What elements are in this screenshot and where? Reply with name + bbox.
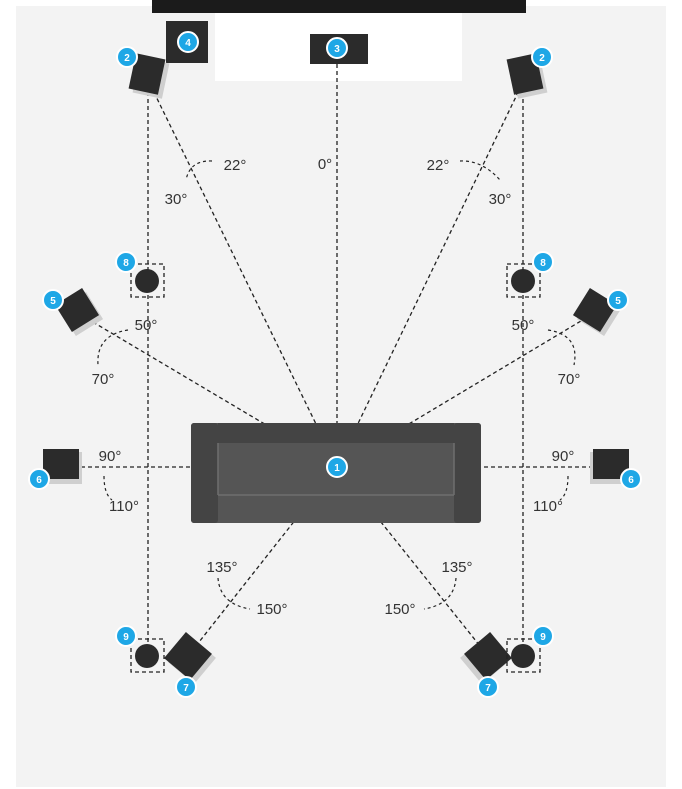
angle-surround-left-min: 90°	[99, 448, 122, 465]
speaker-height-rear-right	[511, 644, 535, 668]
badge-circle	[42, 289, 64, 311]
angle-rear-left-min: 135°	[206, 559, 237, 576]
angle-side-left-min: 50°	[135, 317, 158, 334]
badge-height-rear-right: 9	[532, 625, 554, 647]
badge-number: 6	[628, 475, 634, 486]
angle-arcs	[97, 160, 576, 610]
badge-circle	[532, 625, 554, 647]
angle-center: 0°	[318, 156, 332, 173]
arc-side-right	[547, 329, 576, 366]
badge-circle	[28, 468, 50, 490]
badge-number: 8	[540, 258, 546, 269]
angle-surround-left-max: 110°	[109, 498, 139, 515]
arc-surround-right	[559, 475, 569, 501]
badge-height-front-right: 8	[532, 251, 554, 273]
speaker-height-front-left	[135, 269, 159, 293]
badge-number: 6	[36, 475, 42, 486]
badge-circle	[116, 46, 138, 68]
badge-number: 1	[334, 463, 340, 474]
badge-number: 2	[539, 53, 545, 64]
angle-front-right-min: 22°	[427, 157, 450, 174]
angle-surround-right-min: 90°	[552, 448, 575, 465]
screen-bar	[152, 0, 526, 13]
badge-number: 5	[615, 296, 621, 307]
angle-labels: 0° 22° 30° 22° 30° 50° 70° 50° 70° 90° 1…	[92, 156, 581, 618]
speaker-rear-left	[164, 632, 212, 680]
angle-side-left-max: 70°	[92, 371, 115, 388]
badge-surround-right: 6	[620, 468, 642, 490]
badge-rear-right: 7	[477, 676, 499, 698]
speaker-front-left	[128, 53, 166, 95]
badge-rear-left: 7	[175, 676, 197, 698]
angle-rear-right-max: 150°	[384, 601, 415, 618]
badge-circle	[531, 46, 553, 68]
badge-subwoofer: 4	[177, 31, 199, 53]
badge-number: 9	[123, 632, 129, 643]
badge-circle	[115, 251, 137, 273]
badge-circle	[532, 251, 554, 273]
badge-front-left: 2	[116, 46, 138, 68]
badge-circle	[177, 31, 199, 53]
speaker-side-right	[572, 287, 618, 333]
guide-line-rear-left	[187, 466, 338, 657]
badge-side-left: 5	[42, 289, 64, 311]
sofa-arm-right	[454, 423, 481, 523]
badge-surround-left: 6	[28, 468, 50, 490]
angle-side-right-max: 70°	[558, 371, 581, 388]
sofa-arm-left	[191, 423, 218, 523]
badge-circle	[326, 37, 348, 59]
speaker-height-rear-left	[135, 644, 159, 668]
badge-center: 3	[326, 37, 348, 59]
badge-height-front-left: 8	[115, 251, 137, 273]
speaker-height-rear-left-frame	[130, 638, 165, 673]
speaker-side-left	[54, 287, 100, 333]
guide-line-front-right	[336, 77, 526, 468]
badge-number: 2	[124, 53, 130, 64]
angle-front-right-max: 30°	[489, 191, 512, 208]
badge-number: 7	[183, 683, 189, 694]
sofa-back	[218, 423, 454, 443]
badge-number: 9	[540, 632, 546, 643]
badge-circle	[620, 468, 642, 490]
guide-line-front-left	[146, 77, 338, 468]
badge-circle	[115, 625, 137, 647]
badge-number: 7	[485, 683, 491, 694]
speaker-height-rear-right-frame	[506, 638, 541, 673]
angle-side-right-min: 50°	[512, 317, 535, 334]
badge-number: 5	[50, 296, 56, 307]
angle-front-left-max: 30°	[165, 191, 188, 208]
badge-number: 8	[123, 258, 129, 269]
badge-number: 3	[334, 44, 340, 55]
badge-circle	[326, 456, 348, 478]
speaker-height-front-left-frame	[130, 263, 165, 298]
arc-front-left	[185, 160, 213, 181]
guide-line-rear-right	[336, 466, 489, 657]
badge-circle	[477, 676, 499, 698]
angle-rear-left-max: 150°	[256, 601, 287, 618]
arc-side-left	[97, 329, 129, 366]
room-floor	[16, 6, 666, 787]
speaker-height-front-right	[511, 269, 535, 293]
speaker-surround-left	[43, 449, 79, 479]
badge-listening-position: 1	[326, 456, 348, 478]
badge-side-right: 5	[607, 289, 629, 311]
badges: 1 2 2 3 4 5 5 6	[28, 31, 642, 698]
arc-rear-left	[217, 577, 251, 610]
badge-number: 4	[185, 38, 191, 49]
angle-rear-right-min: 135°	[441, 559, 472, 576]
angle-surround-right-max: 110°	[533, 498, 563, 515]
badge-circle	[175, 676, 197, 698]
badge-front-right: 2	[531, 46, 553, 68]
badge-circle	[607, 289, 629, 311]
angle-front-left-min: 22°	[224, 157, 247, 174]
badge-height-rear-left: 9	[115, 625, 137, 647]
speaker-rear-right	[464, 632, 512, 680]
arc-surround-left	[103, 475, 113, 501]
arc-rear-right	[423, 577, 457, 610]
speaker-height-front-right-frame	[506, 263, 541, 298]
